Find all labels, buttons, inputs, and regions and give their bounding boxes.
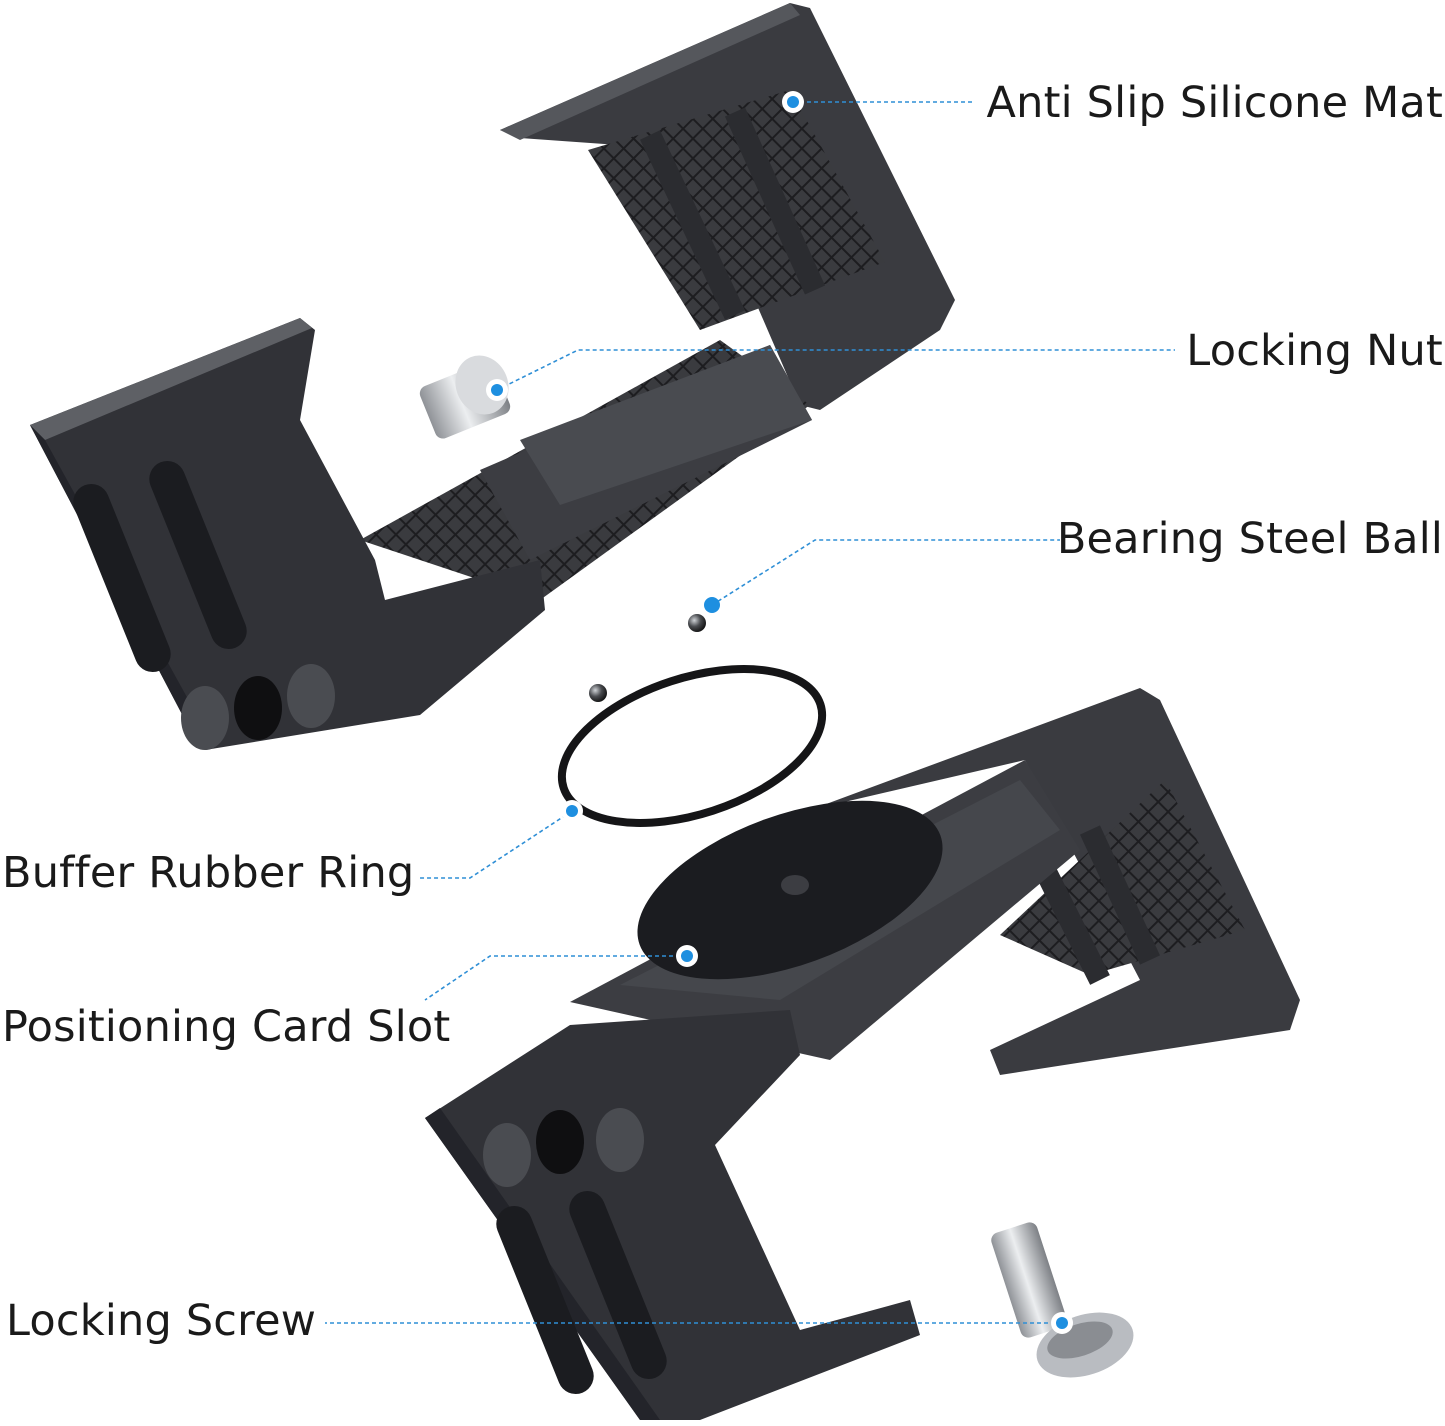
upper-clamp-hole	[234, 676, 282, 740]
lower-clamp-front-jaw	[425, 1010, 920, 1420]
upper-clamp-hole	[181, 686, 229, 750]
leader-positioning-card-slot	[424, 955, 687, 1001]
lower-mat-rib	[1030, 855, 1110, 985]
marker-dot-bearing-steel-ball	[704, 597, 720, 613]
label-locking-nut: Locking Nut	[1186, 326, 1443, 376]
upper-clamp-slider-top	[520, 345, 812, 505]
label-buffer-rubber-ring: Buffer Rubber Ring	[2, 848, 415, 898]
label-locking-screw: Locking Screw	[6, 1296, 317, 1346]
leader-buffer-rubber-ring	[420, 810, 573, 879]
marker-dot-locking-screw	[1056, 1317, 1068, 1329]
label-bearing-steel-ball: Bearing Steel Ball	[1056, 514, 1443, 564]
marker-dot-buffer-rubber-ring	[566, 805, 578, 817]
upper-mat-rib	[724, 107, 826, 295]
steel-ball	[688, 614, 706, 632]
upper-mat-rib	[640, 130, 745, 320]
locking-screw	[991, 1222, 1134, 1378]
leader-lines	[325, 101, 1175, 1324]
lower-clamp-slot	[569, 1190, 667, 1380]
positioning-card-slot-center	[781, 875, 809, 895]
marker-dot-locking-nut	[491, 384, 503, 396]
upper-clamp	[30, 3, 955, 750]
lower-clamp-slot	[496, 1205, 594, 1395]
rubber-ring	[557, 665, 827, 827]
upper-clamp-front-jaw-top	[30, 318, 312, 440]
steel-ball	[589, 684, 607, 702]
upper-clamp-back-jaw-top	[500, 3, 800, 140]
upper-clamp-slot	[73, 483, 171, 673]
lower-clamp-hole	[483, 1123, 531, 1187]
lower-clamp-hole	[536, 1110, 584, 1174]
locking-nut	[419, 355, 511, 439]
lower-clamp-hole	[596, 1108, 644, 1172]
label-positioning-card-slot: Positioning Card Slot	[2, 1002, 451, 1052]
upper-clamp-hole	[287, 664, 335, 728]
label-anti-slip-silicone-mat: Anti Slip Silicone Mat	[986, 78, 1443, 128]
leader-locking-nut	[496, 349, 1175, 391]
leader-bearing-steel-ball	[711, 539, 1060, 606]
upper-clamp-slot	[149, 460, 247, 650]
lower-clamp-back-jaw	[810, 688, 1300, 1075]
lower-mat-rib	[1080, 825, 1160, 965]
marker-dot-anti-slip-silicone-mat	[787, 96, 799, 108]
marker-dots	[486, 91, 1073, 1334]
marker-dot-positioning-card-slot	[681, 950, 693, 962]
lower-clamp	[425, 688, 1300, 1420]
